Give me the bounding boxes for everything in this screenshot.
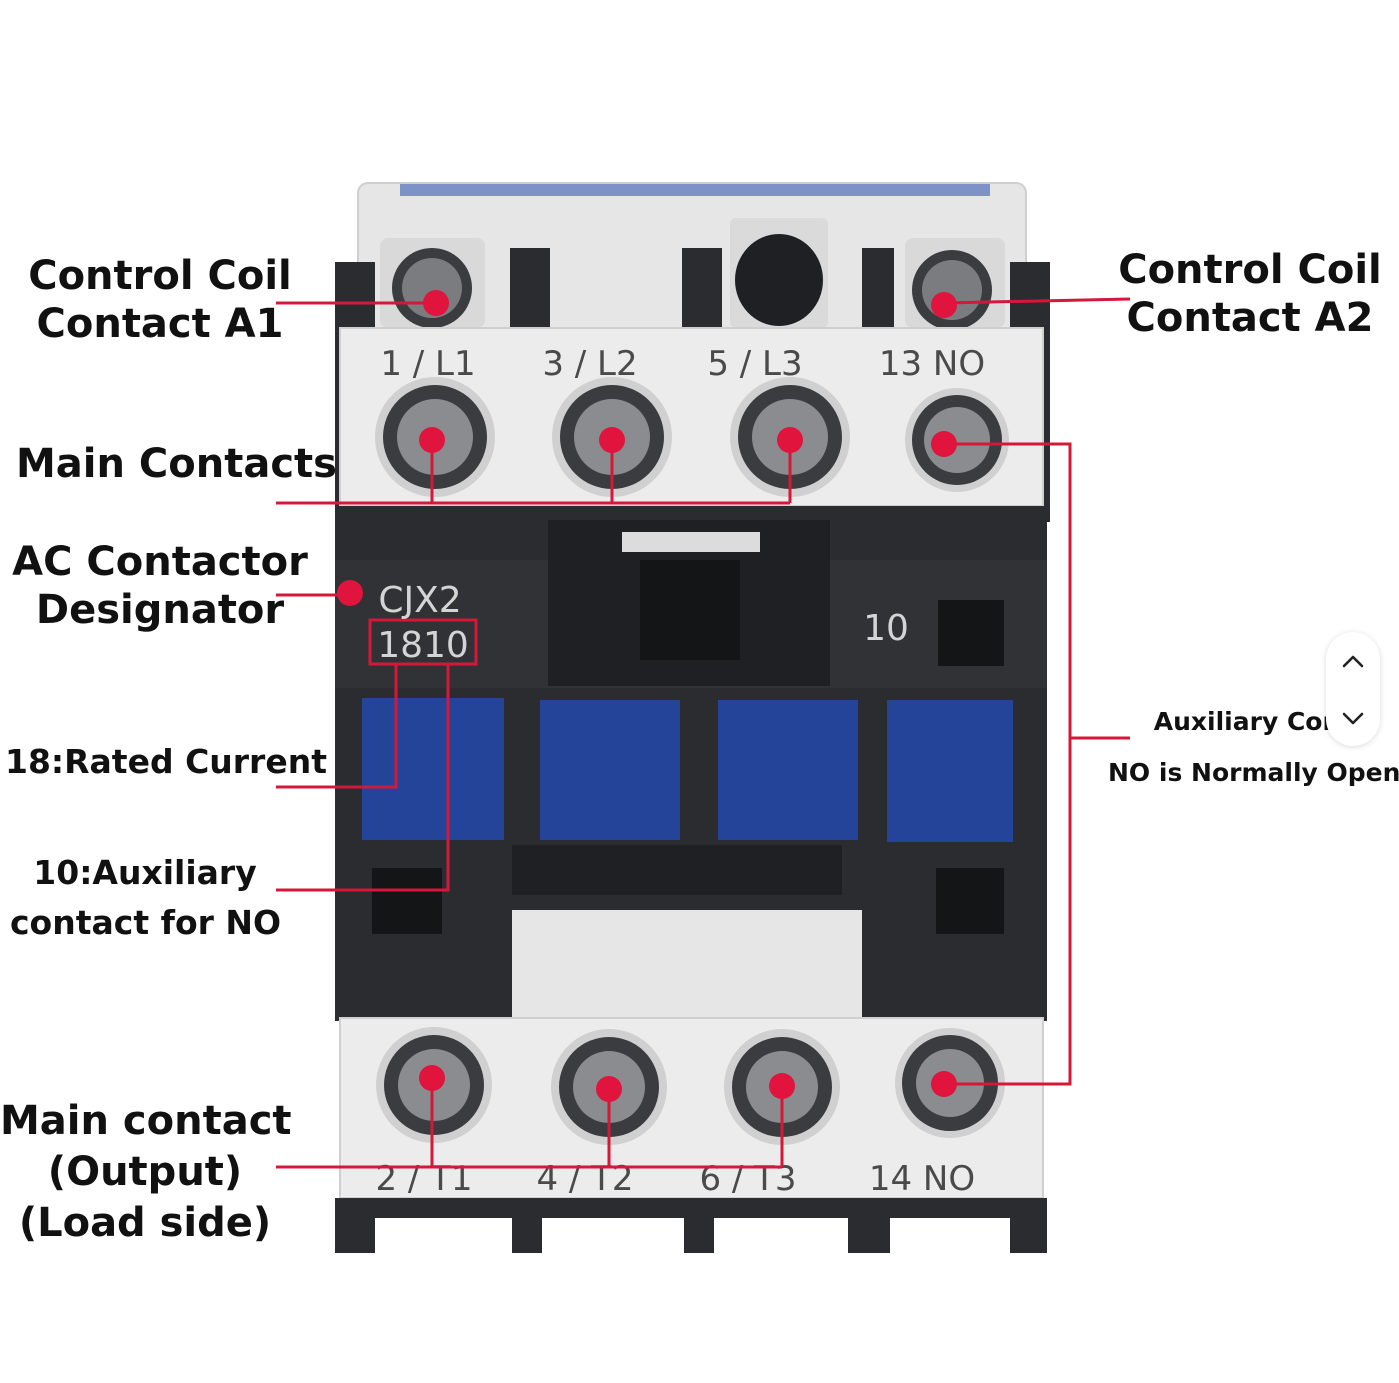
terminal-label-t3: 6 / T3 xyxy=(699,1159,796,1199)
coil-terminal-a2 xyxy=(905,238,1005,330)
code-text: 1810 xyxy=(377,625,469,666)
label-aux-no-line1: 10:Auxiliary xyxy=(33,853,257,892)
lower-window-left xyxy=(372,868,442,934)
label-main-contacts: Main Contacts xyxy=(16,440,337,488)
blue-block-4 xyxy=(887,700,1013,842)
terminal-label-t2: 4 / T2 xyxy=(536,1159,633,1199)
chevron-down-icon xyxy=(1342,712,1364,725)
aux-indicator-window xyxy=(938,600,1004,666)
foot-2 xyxy=(512,1198,542,1253)
label-output-line3: (Load side) xyxy=(18,1200,272,1247)
top-tab-1 xyxy=(510,248,550,328)
terminal-label-l1: 1 / L1 xyxy=(380,344,475,384)
coil-terminal-a1 xyxy=(380,238,485,328)
main-terminal-screw-t2 xyxy=(551,1029,667,1145)
main-terminal-screw-t1 xyxy=(376,1027,492,1143)
foot-1 xyxy=(335,1198,375,1253)
lower-window-right xyxy=(936,868,1004,934)
blue-block-2 xyxy=(540,700,680,840)
label-aux-no-line2: contact for NO xyxy=(10,903,282,943)
label-aux-right-line2: NO is Normally Open xyxy=(1108,757,1399,787)
blue-block-1 xyxy=(362,698,504,840)
label-coil-a1: Control Coil Contact A1 xyxy=(20,252,300,348)
label-plate xyxy=(512,910,862,1032)
armature-inner xyxy=(622,532,760,552)
foot-3 xyxy=(684,1198,714,1253)
label-aux-right-line1: Auxiliary Cont xyxy=(1153,707,1353,736)
label-coil-a2-line2: Contact A2 xyxy=(1126,295,1374,341)
scroll-control xyxy=(1326,632,1380,746)
scroll-up-button[interactable] xyxy=(1326,646,1380,676)
label-aux-right: Auxiliary Cont NO is Normally Open xyxy=(1108,697,1399,798)
label-coil-a1-line1: Control Coil xyxy=(28,253,292,299)
main-terminal-screw-l2 xyxy=(552,377,672,497)
label-designator: AC Contactor Designator xyxy=(10,538,310,634)
terminal-label-14no: 14 NO xyxy=(869,1159,975,1199)
chevron-up-icon xyxy=(1342,655,1364,668)
label-output-line1: Main contact xyxy=(0,1098,292,1144)
terminal-label-t1: 2 / T1 xyxy=(375,1159,472,1199)
label-designator-line2: Designator xyxy=(35,587,285,633)
terminal-label-l3: 5 / L3 xyxy=(707,344,802,384)
main-terminal-screw-l1 xyxy=(375,377,495,497)
label-rated-current-text: 18:Rated Current xyxy=(5,742,327,781)
model-text: CJX2 xyxy=(378,580,461,621)
label-coil-a2-line1: Control Coil xyxy=(1118,247,1382,293)
foot-4 xyxy=(848,1198,890,1253)
blue-block-3 xyxy=(718,700,858,840)
label-output: Main contact (Output) (Load side) xyxy=(0,1096,292,1250)
mid-bar xyxy=(512,845,842,895)
label-output-line2: (Output) xyxy=(47,1149,243,1196)
foot-5 xyxy=(1010,1198,1047,1253)
main-terminal-screw-t3 xyxy=(724,1029,840,1145)
terminal-label-l2: 3 / L2 xyxy=(542,344,637,384)
label-coil-a2: Control Coil Contact A2 xyxy=(1110,246,1390,342)
main-terminal-screw-l3 xyxy=(730,377,850,497)
label-coil-a1-line2: Contact A1 xyxy=(36,301,284,347)
armature-slot xyxy=(640,560,740,660)
aux-terminal-screw-13 xyxy=(905,388,1009,492)
aux-code-text: 10 xyxy=(863,608,909,649)
aux-terminal-screw-14 xyxy=(895,1028,1005,1138)
top-tab-2 xyxy=(682,248,722,328)
scroll-down-button[interactable] xyxy=(1326,704,1380,734)
label-rated-current: 18:Rated Current xyxy=(5,742,327,782)
top-blue-strip xyxy=(400,184,990,196)
label-main-contacts-text: Main Contacts xyxy=(16,441,337,487)
terminal-label-13no: 13 NO xyxy=(879,344,985,384)
coil-socket xyxy=(730,218,828,328)
label-designator-line1: AC Contactor xyxy=(12,539,308,585)
label-aux-no: 10:Auxiliary contact for NO xyxy=(10,848,282,948)
top-tab-3 xyxy=(862,248,894,328)
